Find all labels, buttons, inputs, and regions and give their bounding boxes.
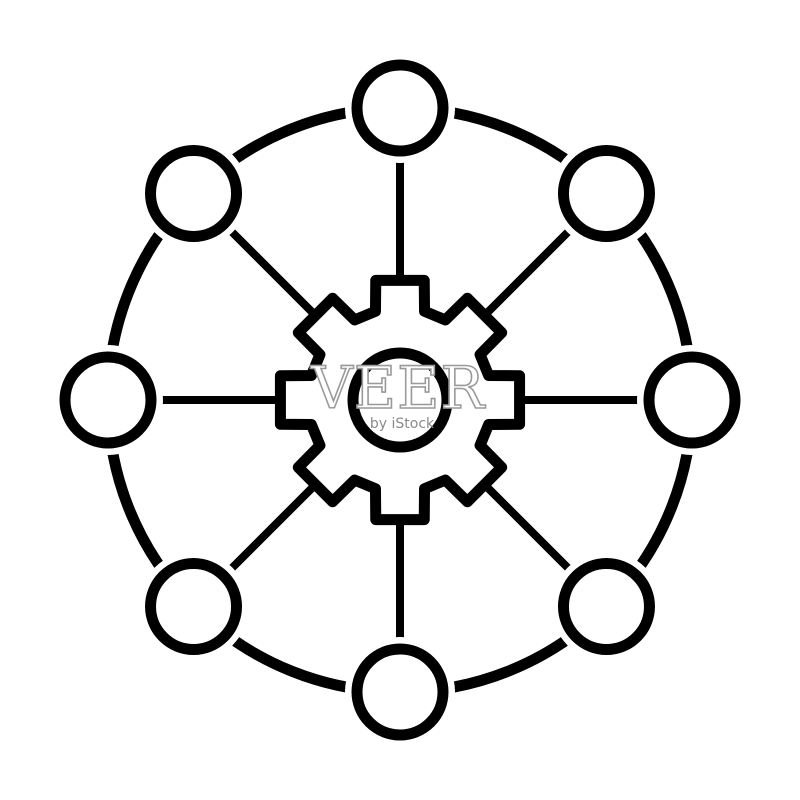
node-circle	[557, 145, 655, 243]
spokes	[151, 151, 649, 649]
watermark-sub-text: by iStock	[370, 416, 435, 432]
spoke-line	[221, 221, 331, 331]
node-circle	[643, 351, 741, 449]
node-circle	[351, 59, 449, 157]
watermark-main-text: VEER	[310, 354, 487, 422]
watermark: VEER by iStock	[309, 353, 487, 432]
spoke-line	[469, 221, 579, 331]
node-circle	[59, 351, 157, 449]
gear-icon	[274, 274, 526, 526]
nodes	[53, 53, 747, 747]
node-circle	[145, 145, 243, 243]
gear-center-hole	[347, 347, 453, 453]
node-circle	[557, 557, 655, 655]
node-circle	[145, 557, 243, 655]
node-circle	[351, 643, 449, 741]
spoke-line	[469, 469, 579, 579]
spoke-line	[221, 469, 331, 579]
